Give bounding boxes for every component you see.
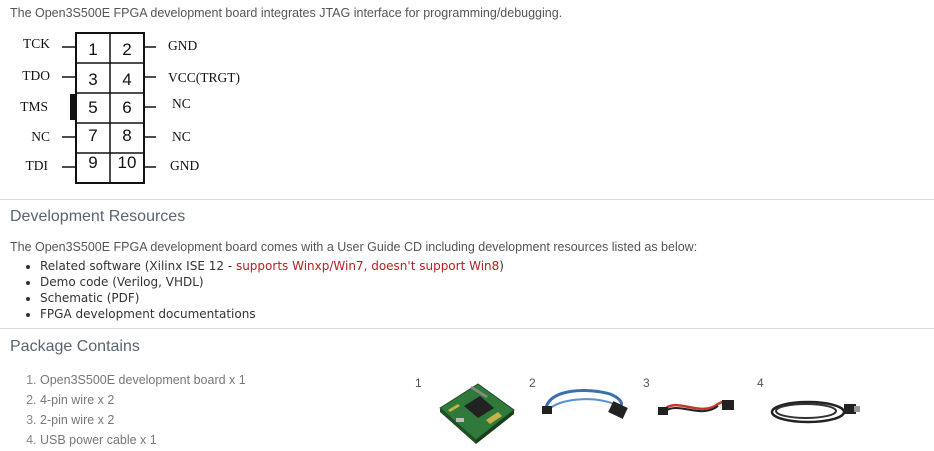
package-list: Open3S500E development board x 1 4-pin w… [18, 370, 246, 450]
list-item: Open3S500E development board x 1 [40, 370, 246, 390]
pin-label-gnd: GND [168, 38, 198, 53]
list-item: FPGA development documentations [40, 306, 504, 322]
pin-number-9: 9 [88, 153, 98, 172]
dev-resources-list: Related software (Xilinx ISE 12 - suppor… [22, 258, 504, 322]
dev-resources-heading: Development Resources [10, 208, 186, 225]
jtag-pinout-diagram: TCK 1 2 GND TDO 3 4 VCC(TRGT) TMS 5 6 NC… [0, 30, 300, 190]
pin-label-nc: NC [31, 129, 50, 144]
pin-label-gnd: GND [170, 158, 200, 173]
usb-power-cable-image [766, 388, 862, 437]
pin-number-8: 8 [122, 126, 132, 145]
pin-number-1: 1 [88, 40, 98, 59]
fpga-board-image [436, 380, 516, 451]
divider [0, 328, 934, 329]
image-number-1: 1 [415, 376, 422, 390]
list-item: Related software (Xilinx ISE 12 - suppor… [40, 258, 504, 274]
pin-label-nc: NC [172, 129, 191, 144]
divider [0, 199, 934, 200]
list-item: 2-pin wire x 2 [40, 410, 246, 430]
pin-label-tck: TCK [23, 36, 50, 51]
pin-label-tdo: TDO [22, 68, 50, 83]
jtag-connector-outline [62, 32, 156, 184]
list-item: Schematic (PDF) [40, 290, 504, 306]
pin-number-3: 3 [88, 70, 98, 89]
pin-number-6: 6 [122, 98, 132, 117]
image-number-4: 4 [757, 376, 764, 390]
pin-number-4: 4 [122, 70, 132, 89]
two-pin-wire-image [656, 388, 738, 433]
dev-resources-intro: The Open3S500E FPGA development board co… [10, 240, 698, 254]
pin-number-7: 7 [88, 126, 98, 145]
four-pin-wire-image [540, 384, 630, 433]
list-item: USB power cable x 1 [40, 430, 246, 450]
package-heading: Package Contains [10, 338, 140, 355]
image-number-2: 2 [529, 376, 536, 390]
intro-text: The Open3S500E FPGA development board in… [10, 6, 563, 20]
image-number-3: 3 [643, 376, 650, 390]
pin-label-tms: TMS [20, 99, 48, 114]
pin-label-vcc: VCC(TRGT) [168, 70, 240, 85]
list-item: Demo code (Verilog, VHDL) [40, 274, 504, 290]
pin-label-tdi: TDI [25, 158, 49, 173]
pin-number-5: 5 [88, 98, 98, 117]
pin-number-10: 10 [117, 153, 137, 172]
list-item: 4-pin wire x 2 [40, 390, 246, 410]
pin-label-nc: NC [172, 96, 191, 111]
os-support-note: supports Winxp/Win7, doesn't support Win… [235, 259, 500, 273]
pin-number-2: 2 [122, 40, 132, 59]
